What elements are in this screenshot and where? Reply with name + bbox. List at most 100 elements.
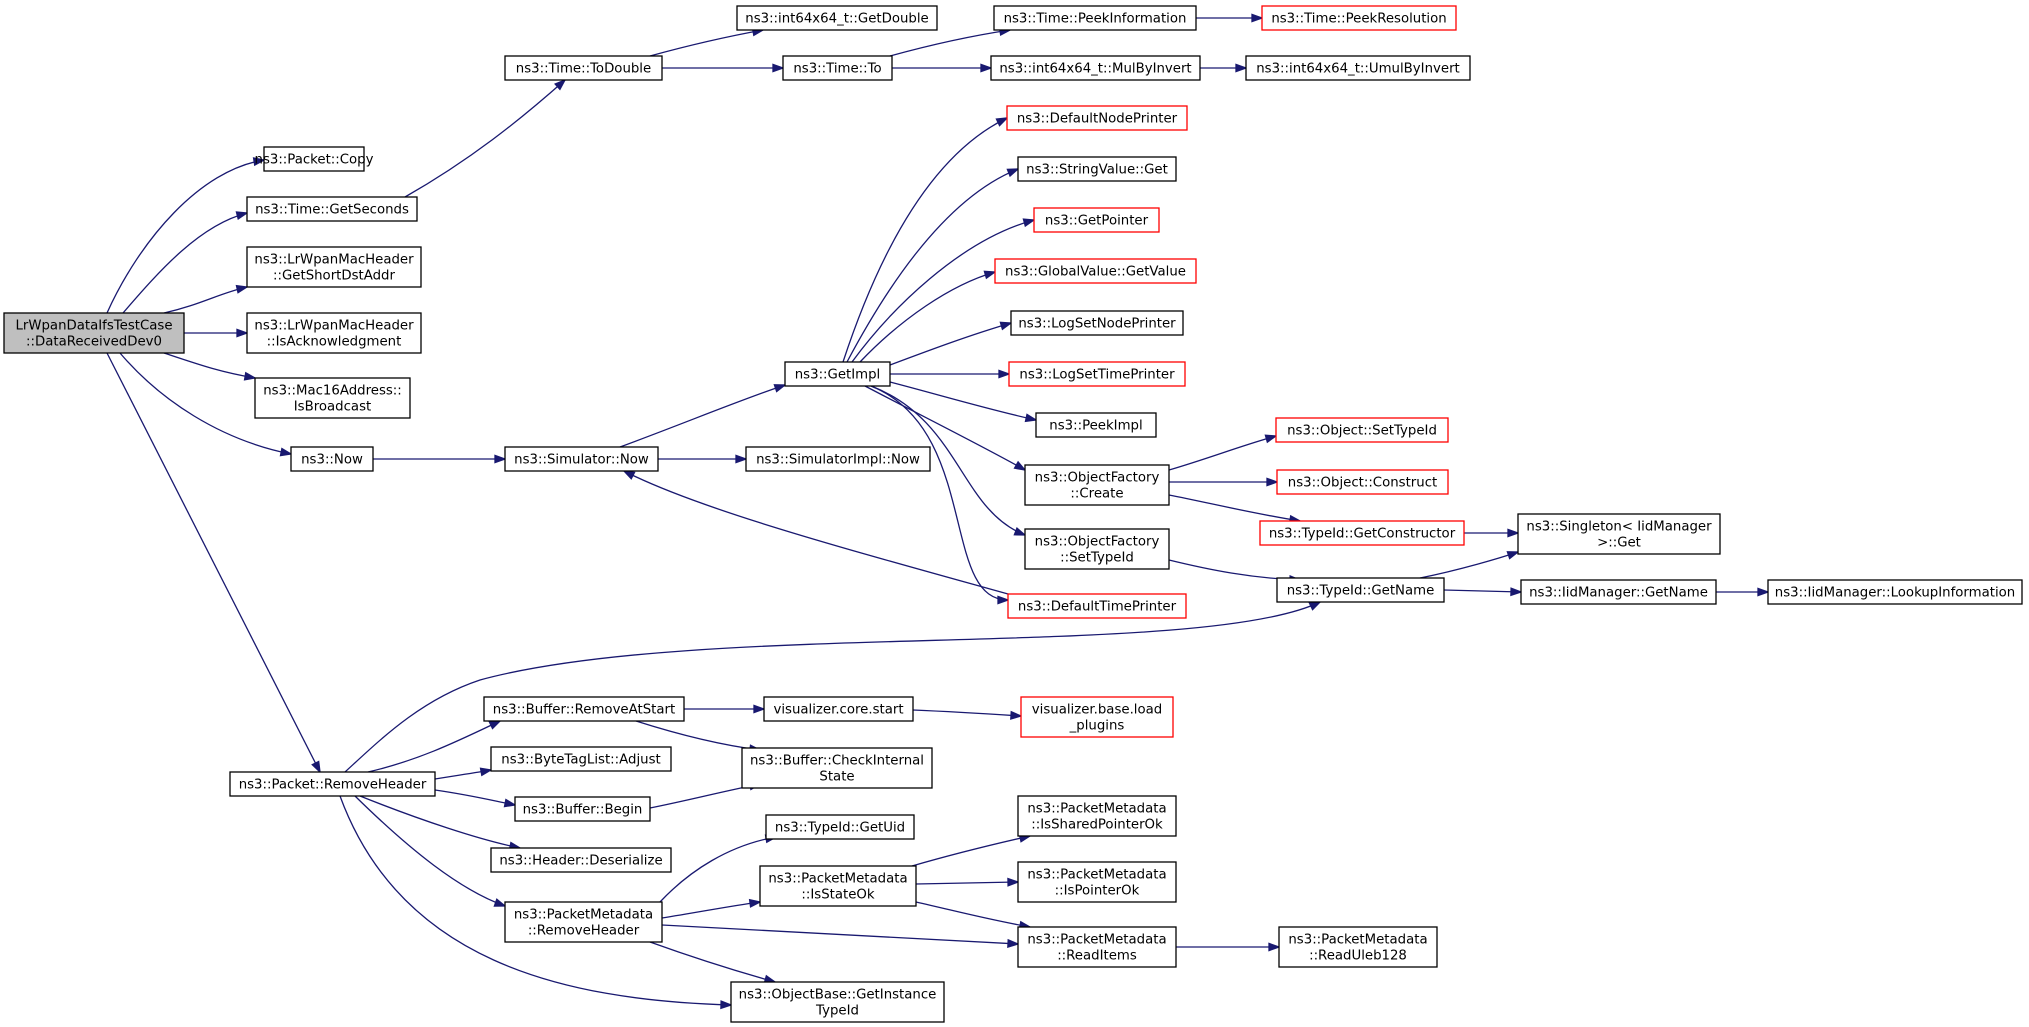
node-singleton-get[interactable]: ns3::Singleton< IidManager >::Get [1517,513,1721,555]
node-typeid-getname[interactable]: ns3::TypeId::GetName [1276,577,1445,603]
arrowhead-icon [980,63,993,73]
arrowhead-icon [1235,63,1248,73]
node-label: ns3::TypeId::GetName [1287,584,1435,599]
node-label: ns3::DefaultNodePrinter [1017,112,1178,127]
node-logsettimeprinter[interactable]: ns3::LogSetTimePrinter [1008,361,1186,387]
node-header-deserialize[interactable]: ns3::Header::Deserialize [490,847,672,873]
node-stringvalue-get[interactable]: ns3::StringValue::Get [1017,156,1177,182]
node-box [490,847,672,873]
node-pm-removeheader[interactable]: ns3::PacketMetadata::RemoveHeader [504,901,663,943]
node-packet-copy[interactable]: ns3::Packet::Copy [255,146,374,172]
node-time-to[interactable]: ns3::Time::To [782,55,893,81]
node-defaultnodeprinter[interactable]: ns3::DefaultNodePrinter [1006,105,1188,131]
node-lrwpan-getshortdst[interactable]: ns3::LrWpanMacHeader::GetShortDstAddr [246,246,422,288]
node-label: ns3::ObjectFactory [1035,535,1160,550]
arrowhead-icon [1013,526,1027,536]
edge-line [106,159,265,314]
node-time-peekres[interactable]: ns3::Time::PeekResolution [1261,5,1457,31]
node-box [263,146,365,172]
edge-ns3_now-to-simulator_now [373,454,507,464]
node-label: IsBroadcast [294,400,371,415]
edge-packet_removeheader-to-buffer_removeatstart [367,720,502,773]
node-label: ns3::Time::To [793,62,881,77]
edge-getimpl-to-defaultnodeprinter [842,117,1009,363]
node-iidmanager-lookup[interactable]: ns3::IidManager::LookupInformation [1767,579,2023,605]
arrowhead-icon [995,117,1009,127]
node-typeid-getuid[interactable]: ns3::TypeId::GetUid [765,814,915,840]
edge-packet_removeheader-to-objectbase_getinstancetypeid [339,795,733,1010]
edge-line [659,836,777,903]
edge-line [344,601,1321,773]
node-typeid-getconstructor[interactable]: ns3::TypeId::GetConstructor [1259,520,1465,546]
node-box [1276,577,1445,603]
edge-pm_removeheader-to-pm_isstateok [661,898,762,919]
arrowhead-icon [235,211,249,221]
node-peekimpl[interactable]: ns3::PeekImpl [1035,412,1157,438]
node-label: ns3::ByteTagList::Adjust [501,753,660,768]
node-logsetnodeprinter[interactable]: ns3::LogSetNodePrinter [1010,310,1184,336]
arrowhead-icon [1308,601,1322,611]
arrowhead-icon [622,470,636,480]
edge-line [661,901,761,919]
node-bytetaglist-adjust[interactable]: ns3::ByteTagList::Adjust [490,746,672,772]
node-globalvalue-getvalue[interactable]: ns3::GlobalValue::GetValue [994,258,1197,284]
node-time-todouble[interactable]: ns3::Time::ToDouble [504,55,663,81]
node-visualizer-core-start[interactable]: visualizer.core.start [763,696,914,722]
node-defaulttimeprinter[interactable]: ns3::DefaultTimePrinter [1007,593,1187,619]
edge-line [1168,494,1301,522]
node-label: ns3::SimulatorImpl::Now [756,453,920,468]
node-pm-readuleb128[interactable]: ns3::PacketMetadata::ReadUleb128 [1278,926,1438,968]
node-int64-getdouble[interactable]: ns3::int64x64_t::GetDouble [736,5,938,31]
node-iidmanager-getname[interactable]: ns3::IidManager::GetName [1520,579,1717,605]
arrowhead-icon [493,898,507,907]
node-object-construct[interactable]: ns3::Object::Construct [1276,469,1449,495]
edge-buffer_removeatstart-to-visualizer_core_start [684,704,766,714]
node-int64-mulbyinvert[interactable]: ns3::int64x64_t::MulByInvert [990,55,1201,81]
node-box [1017,861,1177,903]
node-box [1017,156,1177,182]
node-label: visualizer.core.start [773,703,903,718]
node-simulator-now[interactable]: ns3::Simulator::Now [504,446,659,472]
node-box [504,55,663,81]
node-label: ns3::Object::SetTypeId [1287,424,1437,439]
node-box [1007,593,1187,619]
node-pm-issharedpointerok[interactable]: ns3::PacketMetadata::IsSharedPointerOk [1017,795,1177,837]
node-objectfactory-create[interactable]: ns3::ObjectFactory::Create [1024,464,1170,506]
node-time-getseconds[interactable]: ns3::Time::GetSeconds [246,196,418,222]
node-time-peekinfo[interactable]: ns3::Time::PeekInformation [993,5,1197,31]
edge-objectfactory_create-to-object_construct [1169,477,1279,487]
node-pm-readitems[interactable]: ns3::PacketMetadata::ReadItems [1017,926,1177,968]
node-buffer-begin[interactable]: ns3::Buffer::Begin [514,796,651,822]
node-int64-umulbyinvert[interactable]: ns3::int64x64_t::UmulByInvert [1245,55,1471,81]
node-simulatorimpl-now[interactable]: ns3::SimulatorImpl::Now [745,446,931,472]
arrowhead-icon [1007,877,1020,887]
edge-line [889,381,1037,421]
arrowhead-icon [1022,218,1036,228]
node-mac16-isbroadcast[interactable]: ns3::Mac16Address::IsBroadcast [254,377,411,419]
node-label: ns3::PacketMetadata [768,872,907,887]
edge-getimpl-to-defaulttimeprinter [870,385,1010,605]
node-objectfactory-settypeid[interactable]: ns3::ObjectFactory::SetTypeId [1024,528,1170,570]
node-getpointer[interactable]: ns3::GetPointer [1033,207,1160,233]
edge-pm_isstateok-to-pm_readitems [915,901,1032,930]
node-visualizer-base-load[interactable]: visualizer.base.load_plugins [1020,696,1174,738]
node-box [782,55,893,81]
node-buffer-removeatstart[interactable]: ns3::Buffer::RemoveAtStart [483,696,685,722]
node-object-settypeid[interactable]: ns3::Object::SetTypeId [1275,417,1449,443]
arrowhead-icon [479,767,493,777]
node-root[interactable]: LrWpanDataIfsTestCase::DataReceivedDev0 [3,312,185,354]
edge-line [106,352,321,773]
node-ns3-now[interactable]: ns3::Now [290,446,374,472]
node-lrwpan-isack[interactable]: ns3::LrWpanMacHeader::IsAcknowledgment [246,312,422,354]
edge-typeid_getname-to-iidmanager_getname [1443,587,1523,597]
node-label: ::GetShortDstAddr [273,269,395,284]
node-label: visualizer.base.load [1032,703,1162,718]
node-pm-ispointerok[interactable]: ns3::PacketMetadata::IsPointerOk [1017,861,1177,903]
node-box [993,5,1197,31]
node-pm-isstateok[interactable]: ns3::PacketMetadata::IsStateOk [759,865,917,907]
node-getimpl[interactable]: ns3::GetImpl [784,361,891,387]
node-box [1017,795,1177,837]
node-packet-removeheader[interactable]: ns3::Packet::RemoveHeader [229,771,436,797]
